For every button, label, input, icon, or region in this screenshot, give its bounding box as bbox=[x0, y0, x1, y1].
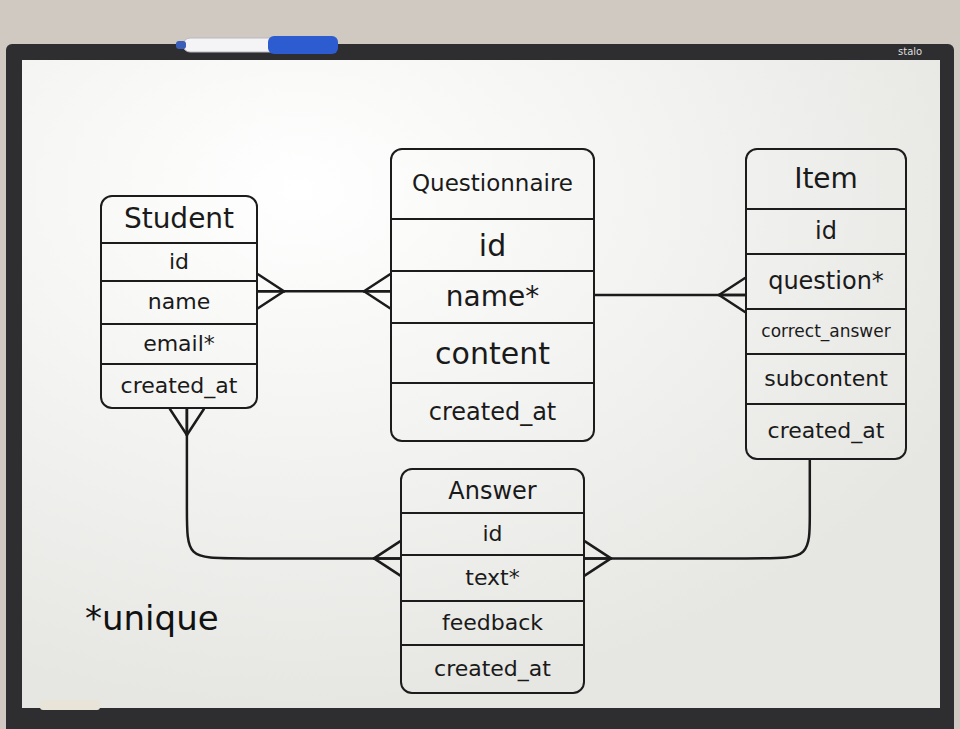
attribute-row: created_at bbox=[402, 644, 583, 692]
attribute-name: text* bbox=[465, 566, 519, 590]
entity-box: Item id question* correct_answer subcontent c… bbox=[745, 148, 907, 460]
brand-logo: stalo bbox=[898, 46, 922, 57]
crows-foot bbox=[719, 278, 745, 295]
attribute-name: created_at bbox=[429, 399, 557, 425]
attribute-name: content bbox=[435, 337, 550, 370]
attribute-name: created_at bbox=[768, 419, 885, 443]
attribute-name: created_at bbox=[434, 657, 551, 681]
attribute-row: created_at bbox=[747, 403, 905, 458]
attribute-row: name* bbox=[392, 270, 593, 322]
entity-box: Student id name email* created_at bbox=[100, 195, 258, 409]
crows-foot bbox=[258, 274, 284, 291]
relationship-line bbox=[258, 274, 390, 308]
attribute-name: subcontent bbox=[764, 367, 888, 391]
attribute-row: correct_answer bbox=[747, 308, 905, 353]
crows-foot bbox=[585, 558, 611, 575]
attribute-row: id bbox=[392, 218, 593, 270]
marker-cap bbox=[268, 36, 338, 54]
entity-name: Student bbox=[124, 204, 234, 235]
entity-header-row: Questionnaire bbox=[392, 150, 593, 218]
crows-foot bbox=[374, 558, 400, 575]
eraser bbox=[40, 700, 100, 710]
crows-foot bbox=[187, 409, 204, 435]
attribute-name: id bbox=[169, 250, 189, 274]
attribute-name: name* bbox=[446, 282, 539, 313]
crows-foot bbox=[585, 557, 611, 560]
relationship-line bbox=[585, 460, 810, 575]
entity-header-row: Student bbox=[102, 197, 256, 242]
attribute-row: name bbox=[102, 280, 256, 323]
attribute-name: question* bbox=[768, 268, 884, 294]
crows-foot bbox=[719, 295, 745, 312]
board-surface bbox=[22, 60, 940, 708]
board-frame bbox=[6, 44, 954, 729]
attribute-name: correct_answer bbox=[761, 322, 890, 341]
marker-tip bbox=[176, 41, 186, 49]
attribute-row: created_at bbox=[102, 363, 256, 407]
attribute-row: id bbox=[102, 242, 256, 280]
entity-header-row: Answer bbox=[402, 470, 583, 512]
entity-header-row: Item bbox=[747, 150, 905, 208]
attribute-name: id bbox=[479, 229, 506, 262]
attribute-name: feedback bbox=[442, 611, 543, 635]
crows-foot bbox=[364, 290, 390, 293]
attribute-row: created_at bbox=[392, 382, 593, 440]
entity-name: Questionnaire bbox=[412, 171, 573, 196]
entity-box: Answer id text* feedback created_at bbox=[400, 468, 585, 694]
crows-foot bbox=[170, 409, 187, 435]
crows-foot bbox=[374, 541, 400, 558]
entity-name: Answer bbox=[448, 478, 536, 504]
crows-foot bbox=[719, 294, 745, 297]
attribute-name: created_at bbox=[121, 374, 238, 398]
attribute-row: question* bbox=[747, 253, 905, 308]
attribute-name: id bbox=[815, 218, 837, 244]
attribute-row: subcontent bbox=[747, 353, 905, 403]
relationship-line bbox=[595, 278, 745, 312]
relationship-path bbox=[187, 409, 400, 558]
attribute-row: id bbox=[747, 208, 905, 253]
relationship-path bbox=[258, 290, 390, 293]
attribute-name: id bbox=[482, 522, 502, 546]
crows-foot bbox=[258, 290, 284, 293]
crows-foot bbox=[374, 557, 400, 560]
attribute-row: email* bbox=[102, 323, 256, 363]
attribute-row: feedback bbox=[402, 600, 583, 644]
crows-foot bbox=[364, 291, 390, 308]
legend-note: *unique bbox=[85, 600, 219, 637]
attribute-name: name bbox=[148, 290, 210, 314]
entity-box: Questionnaire id name* content created_at bbox=[390, 148, 595, 442]
crows-foot bbox=[258, 291, 284, 308]
crows-foot bbox=[364, 274, 390, 291]
relationship-line bbox=[170, 409, 400, 575]
crows-foot bbox=[186, 409, 189, 435]
attribute-name: email* bbox=[143, 332, 215, 356]
crows-foot bbox=[585, 541, 611, 558]
relationship-path bbox=[585, 460, 810, 558]
entity-name: Item bbox=[794, 164, 858, 195]
attribute-row: text* bbox=[402, 554, 583, 600]
attribute-row: id bbox=[402, 512, 583, 554]
attribute-row: content bbox=[392, 322, 593, 382]
